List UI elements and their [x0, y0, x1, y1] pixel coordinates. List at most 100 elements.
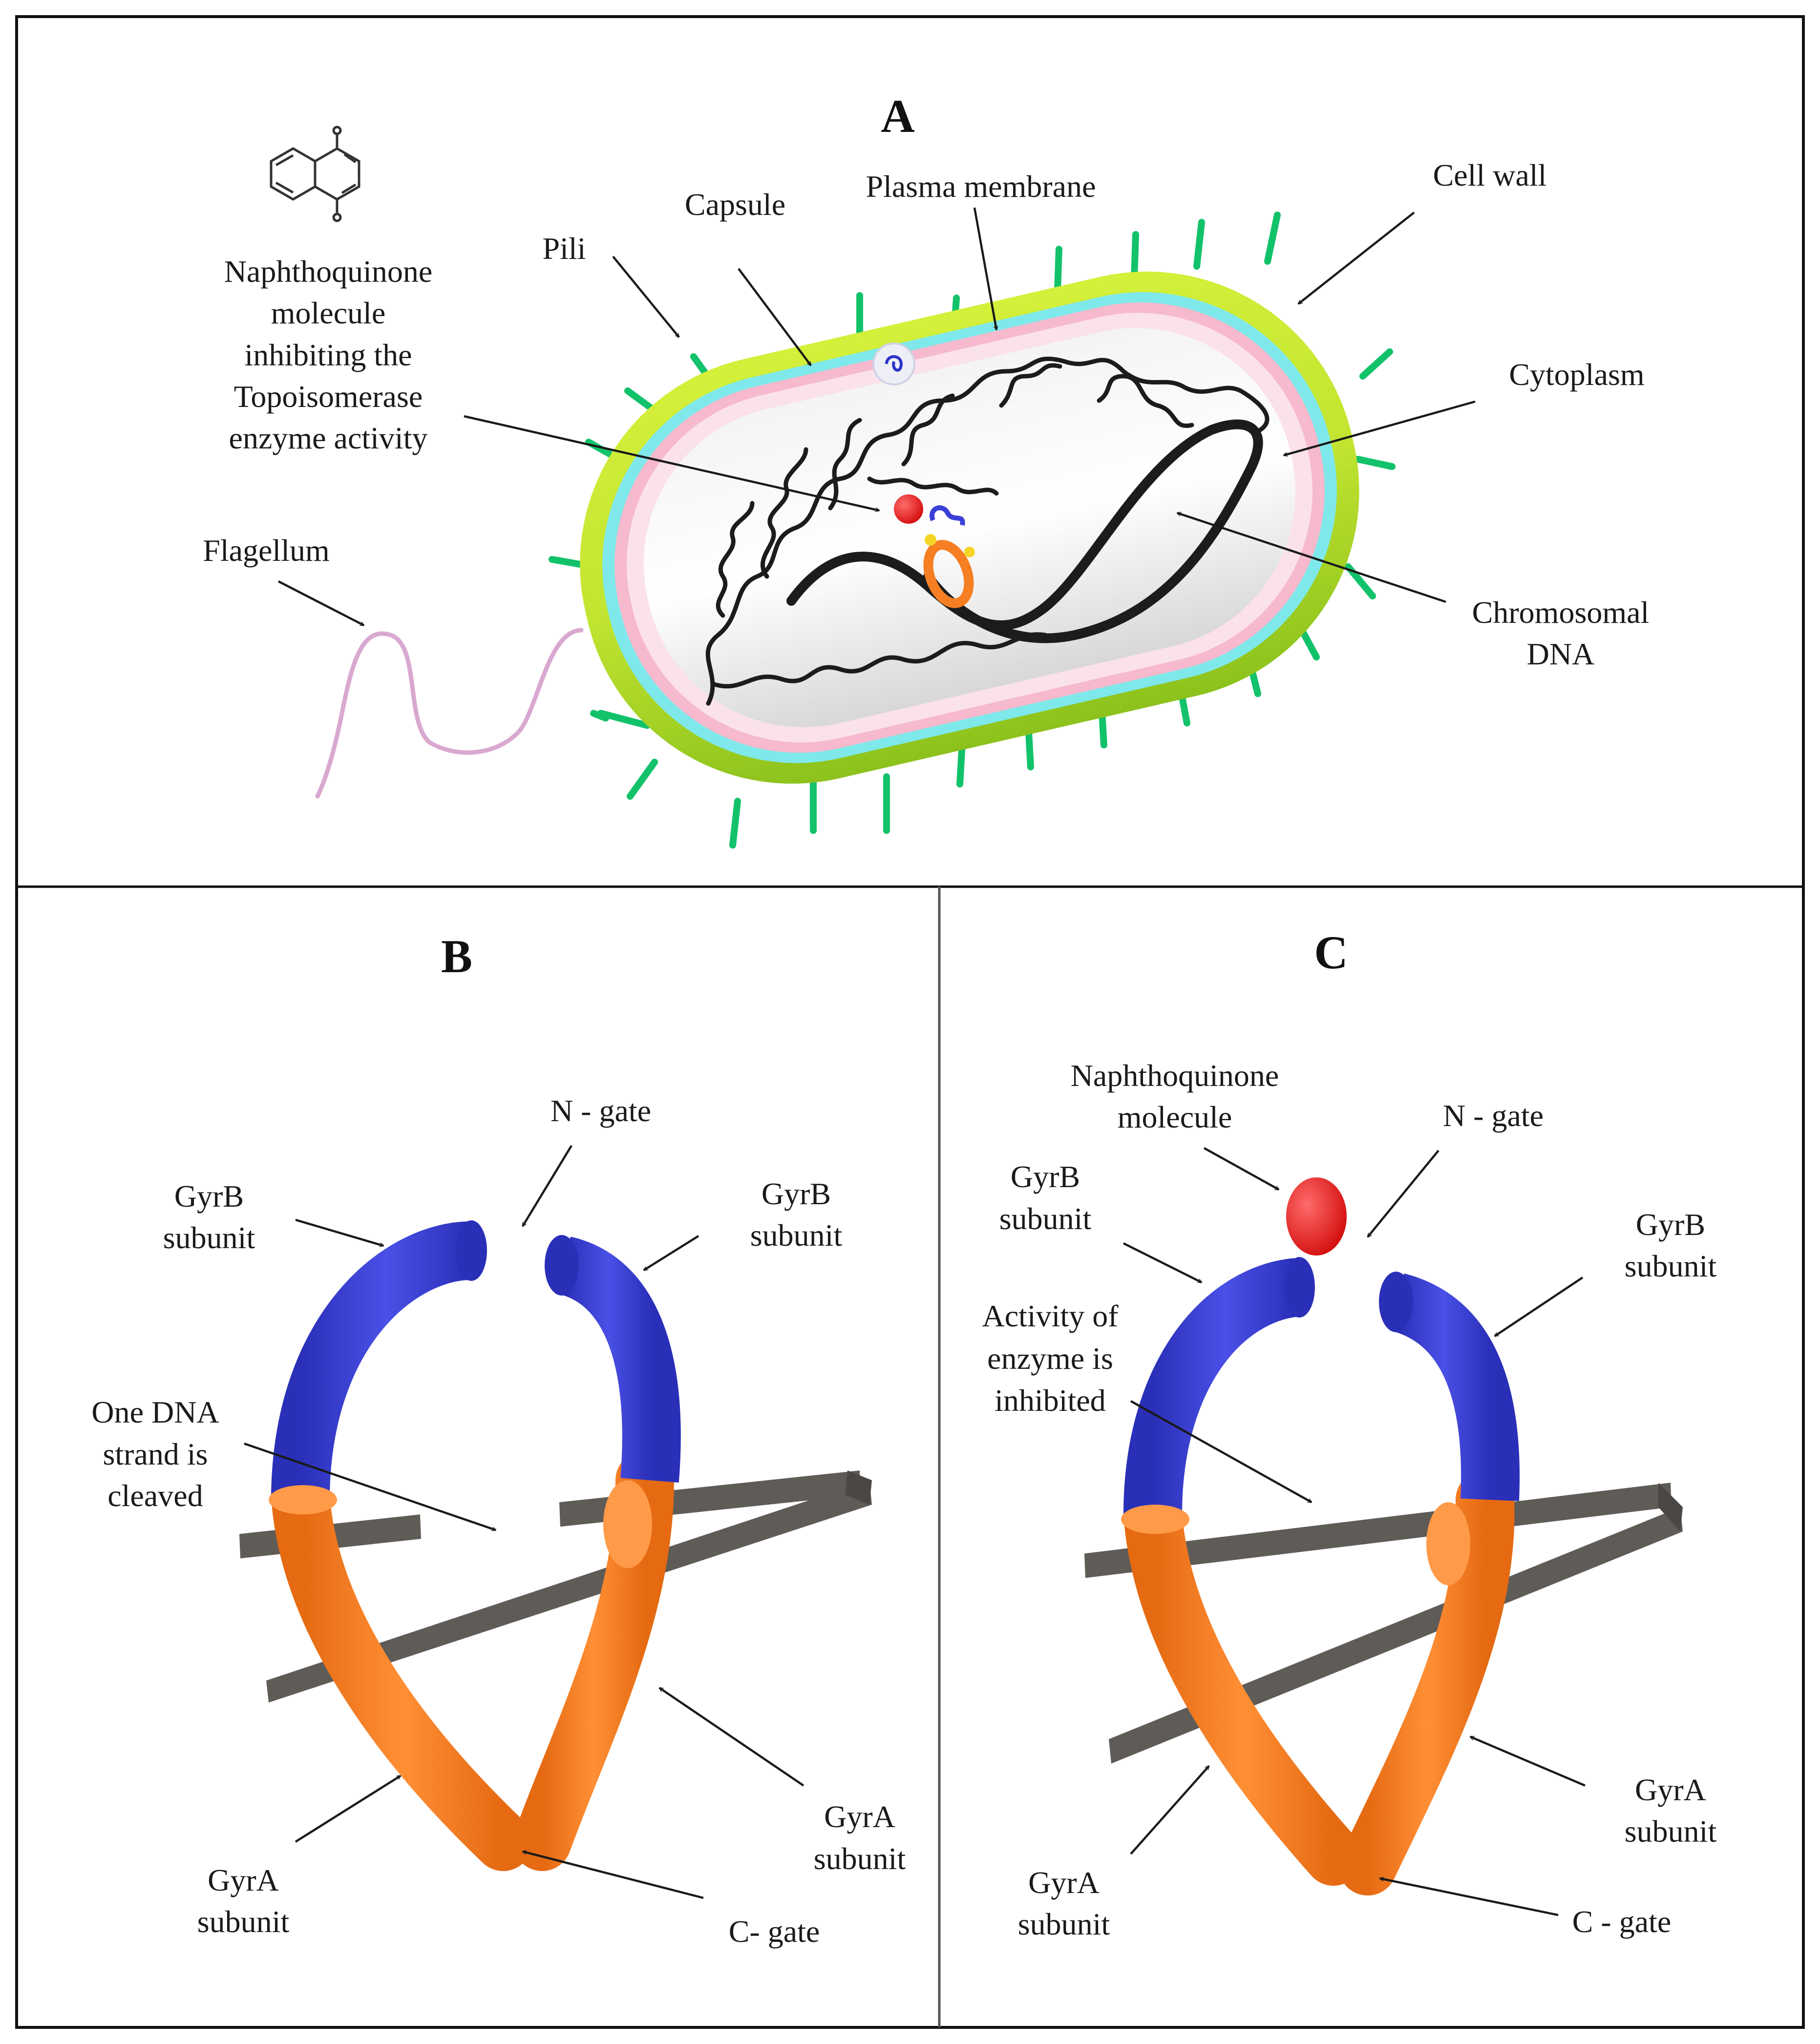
panel-c: C Naphthoquinone molecule N - gate GyrB … [982, 926, 1716, 1941]
outer-frame [15, 15, 1805, 2029]
arrow-b-n-gate [522, 1145, 572, 1226]
arrow-c-c-gate [1380, 1878, 1559, 1916]
label-b-c-gate: C- gate [729, 1914, 820, 1949]
label-b-gyrb-left-line2: subunit [163, 1220, 255, 1255]
gyra-gyrb-joint-right-c [1426, 1502, 1470, 1585]
label-naphthoquinone-line2: molecule [271, 296, 386, 330]
arrow-pili [612, 256, 680, 337]
label-cell-wall: Cell wall [1433, 158, 1547, 192]
bacterial-cell [580, 271, 1359, 784]
label-c-gyrb-right-line2: subunit [1625, 1249, 1717, 1283]
panel-b: B N - gate GyrB subunit GyrB subunit One… [91, 930, 906, 1949]
label-c-n-gate: N - gate [1443, 1098, 1544, 1133]
dna-rod-lower [266, 1480, 872, 1703]
arrow-c-gyra-left [1130, 1766, 1210, 1855]
label-c-gyrb-left-line2: subunit [999, 1201, 1092, 1236]
arrow-naphthoquinone [464, 415, 879, 511]
label-naphthoquinone-line4: Topoisomerase [234, 379, 423, 414]
arrow-b-gyrb-right [644, 1235, 699, 1271]
arrow-c-n-gate [1367, 1150, 1439, 1237]
label-c-c-gate: C - gate [1572, 1904, 1672, 1939]
arrow-b-gyra-right [659, 1687, 804, 1787]
label-b-gyra-right-line1: GyrA [824, 1799, 895, 1834]
label-b-gyrb-left-line1: GyrB [174, 1179, 244, 1214]
panel-a: A [203, 90, 1650, 849]
arrow-c-gyrb-left [1122, 1242, 1202, 1284]
arrow-c-gyrb-right [1495, 1277, 1584, 1337]
gyra-gyrb-joint-left-b [269, 1485, 337, 1514]
arrow-cytoplasm [1284, 400, 1476, 455]
gyrb-subunit-left-b [271, 1221, 472, 1496]
label-b-dna-line3: cleaved [107, 1478, 203, 1513]
arrow-flagellum [277, 580, 364, 627]
arrow-b-gyra-left [295, 1775, 401, 1843]
gyrb-subunit-right-b [556, 1236, 681, 1483]
label-b-gyrb-right-line2: subunit [750, 1218, 843, 1253]
label-b-dna-line2: strand is [103, 1437, 208, 1471]
arrow-b-dna-cleaved [244, 1442, 496, 1530]
label-naphthoquinone-line3: inhibiting the [244, 338, 412, 372]
panel-c-title: C [1314, 926, 1348, 979]
label-c-gyra-right-line2: subunit [1625, 1814, 1717, 1849]
label-b-dna-line1: One DNA [91, 1395, 219, 1429]
gyrb-right-end-cap-c [1379, 1272, 1413, 1332]
arrow-plasma-membrane [973, 207, 996, 330]
label-c-naphtho-line1: Naphthoquinone [1071, 1058, 1279, 1093]
arrow-chromosomal-dna [1177, 513, 1446, 603]
label-capsule: Capsule [685, 187, 785, 222]
label-b-gyra-right-line2: subunit [814, 1841, 906, 1876]
label-naphthoquinone-line1: Naphthoquinone [224, 254, 433, 289]
flagellum [315, 628, 584, 799]
gyrb-subunit-left-c [1123, 1258, 1301, 1515]
gyrb-left-end-cap-b [456, 1220, 487, 1281]
naphthoquinone-molecule-c [1286, 1177, 1347, 1256]
arrow-c-naphtho [1203, 1147, 1279, 1191]
label-c-naphtho-line2: molecule [1118, 1100, 1232, 1134]
label-chromosomal-line1: Chromosomal [1472, 595, 1650, 630]
arrow-cell-wall [1298, 212, 1415, 305]
label-c-gyrb-right-line1: GyrB [1636, 1207, 1705, 1242]
dna-rod-c-upper [1084, 1483, 1672, 1578]
cytoplasm [643, 328, 1296, 727]
gyra-gyrb-joint-right-b [603, 1480, 652, 1568]
label-c-activity-line1: Activity of [982, 1299, 1119, 1333]
pore-enzyme-icon [885, 355, 903, 372]
gyra-subunit-left-b [271, 1466, 532, 1871]
dna-rod-c-lower [1109, 1507, 1683, 1764]
label-c-activity-line3: inhibited [995, 1383, 1106, 1418]
gyra-subunit-right-c [1338, 1470, 1515, 1895]
label-c-activity-line2: enzyme is [987, 1341, 1113, 1376]
gyra-gyrb-joint-left-c [1121, 1505, 1189, 1534]
label-naphthoquinone-line5: enzyme activity [229, 421, 428, 455]
label-flagellum: Flagellum [203, 533, 330, 568]
label-c-gyra-left-line1: GyrA [1028, 1865, 1100, 1900]
label-cytoplasm: Cytoplasm [1509, 357, 1644, 392]
label-b-n-gate: N - gate [550, 1093, 651, 1128]
gyrb-right-end-cap-b [545, 1235, 579, 1296]
arrow-b-c-gate [523, 1852, 704, 1899]
arrow-capsule [738, 268, 812, 365]
panel-b-title: B [441, 930, 472, 982]
label-c-gyra-right-line1: GyrA [1635, 1772, 1706, 1807]
label-plasma-membrane: Plasma membrane [866, 169, 1096, 204]
gyrb-left-end-cap-c [1284, 1257, 1315, 1318]
dna-rod-c-joint [1658, 1483, 1683, 1532]
arrow-c-activity-inhibited [1130, 1400, 1312, 1503]
label-b-gyra-left-line2: subunit [197, 1904, 290, 1939]
label-c-gyrb-left-line1: GyrB [1011, 1159, 1080, 1194]
naphthoquinone-molecule-a [894, 494, 923, 524]
label-pili: Pili [543, 231, 586, 266]
naphthoquinone-structure-icon [270, 126, 360, 222]
label-b-gyrb-right-line1: GyrB [762, 1176, 831, 1211]
dna-rod-joint [845, 1470, 872, 1505]
arrow-c-gyra-right [1470, 1735, 1586, 1787]
gyrb-subunit-right-c [1389, 1273, 1520, 1501]
label-b-gyra-left-line1: GyrA [208, 1863, 279, 1897]
panel-a-title: A [881, 90, 914, 142]
gyra-subunit-left-c [1123, 1485, 1363, 1886]
topoisomerase-enzyme-a [894, 494, 975, 608]
arrow-b-gyrb-left [295, 1218, 383, 1246]
label-c-gyra-left-line2: subunit [1018, 1907, 1110, 1941]
label-chromosomal-line2: DNA [1527, 637, 1595, 671]
